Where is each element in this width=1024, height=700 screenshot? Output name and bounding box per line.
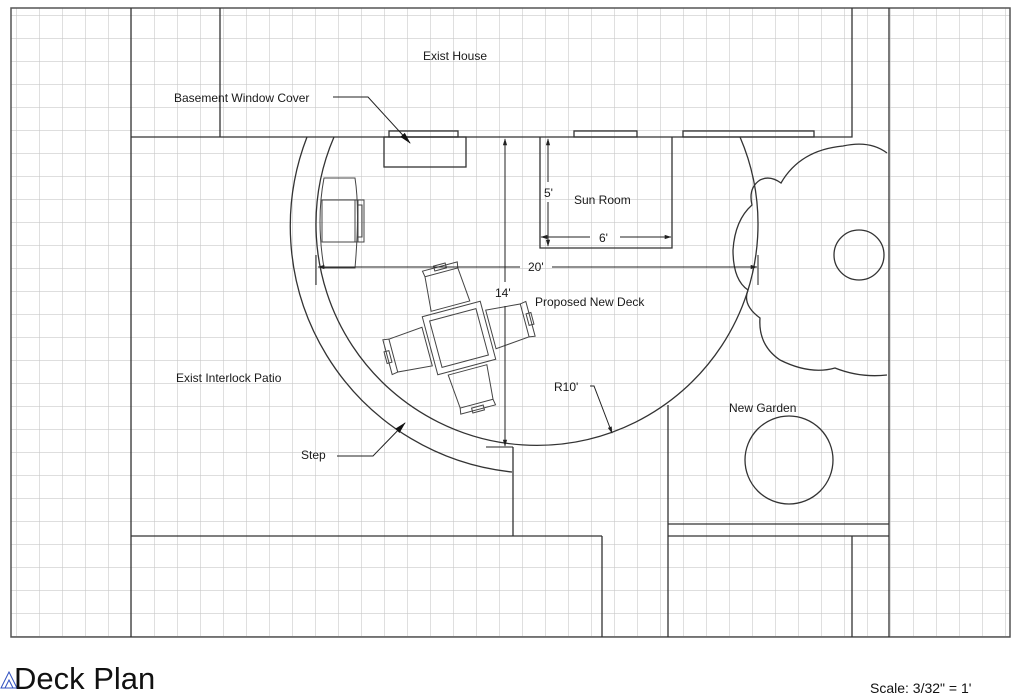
label-proposed-new-deck: Proposed New Deck xyxy=(535,295,645,309)
label-exist-house: Exist House xyxy=(423,49,487,63)
drawing-title: Deck Plan xyxy=(14,661,156,696)
drafting-triangle-icon xyxy=(0,670,18,689)
leader-basement-window xyxy=(333,96,411,144)
drawing-scale: Scale: 3/32" = 1' xyxy=(870,680,972,696)
chair-bottom xyxy=(447,364,497,415)
dim-label-6ft: 6' xyxy=(599,231,608,245)
house-outline xyxy=(131,8,853,138)
drawing-border xyxy=(10,7,1011,638)
basement-window-cover xyxy=(383,136,467,168)
label-basement-window-cover: Basement Window Cover xyxy=(174,91,309,105)
label-exist-interlock-patio: Exist Interlock Patio xyxy=(176,371,282,385)
dim-label-14ft: 14' xyxy=(495,286,511,300)
shrub-circle xyxy=(833,229,885,281)
dim-label-5ft: 5' xyxy=(544,186,553,200)
shrub-outline xyxy=(732,143,888,377)
window-3 xyxy=(682,130,815,138)
garden-bed-circle xyxy=(744,415,834,505)
label-step: Step xyxy=(301,448,326,462)
table xyxy=(421,300,497,376)
chair-right xyxy=(485,300,536,350)
sun-room-outline xyxy=(539,137,673,249)
lounge-chair xyxy=(319,177,365,269)
chair-left xyxy=(382,326,433,376)
label-sun-room: Sun Room xyxy=(574,193,631,207)
label-new-garden: New Garden xyxy=(729,401,796,415)
deck-edge-arc xyxy=(315,136,759,446)
grid-background xyxy=(11,8,1010,637)
leader-radius xyxy=(590,385,613,434)
dim-label-20ft: 20' xyxy=(528,260,544,274)
window-2 xyxy=(573,130,638,138)
leader-step xyxy=(337,422,406,457)
label-radius: R10' xyxy=(554,380,578,394)
step-arc xyxy=(289,136,513,473)
